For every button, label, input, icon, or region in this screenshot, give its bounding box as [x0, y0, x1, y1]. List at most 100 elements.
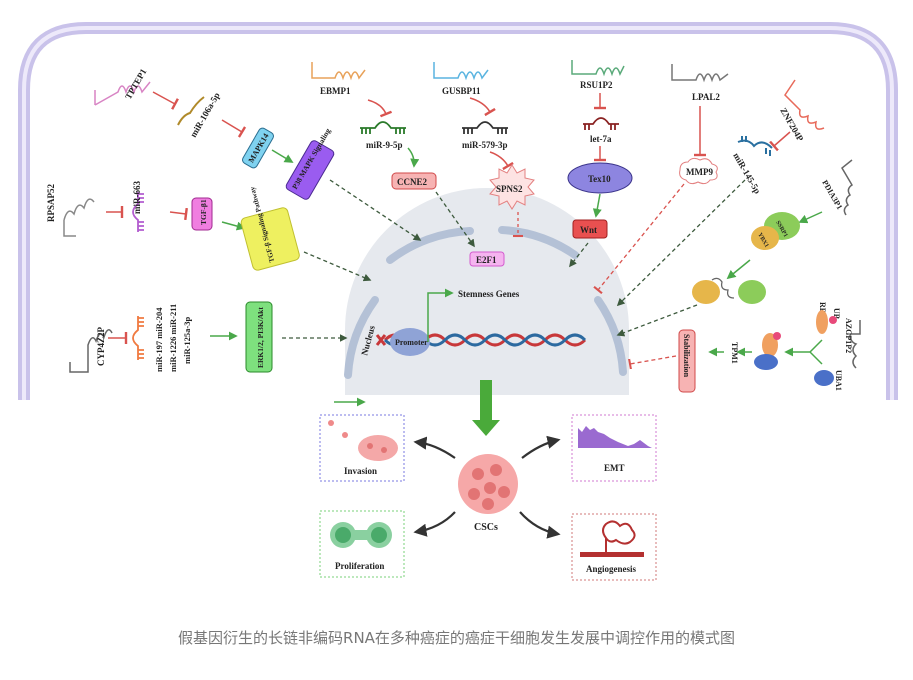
cyp4z2p-label: CYP4Z2P	[96, 327, 106, 366]
activate-arrow	[271, 149, 294, 163]
inhibit-dashed	[593, 183, 685, 295]
pdia3p1-label: PDIA3P1	[820, 179, 844, 212]
mmp9-cloud	[679, 157, 718, 185]
svg-text:ERK1/2, PI3K/Akt: ERK1/2, PI3K/Akt	[256, 307, 265, 368]
stabilization-label: Stabilization	[682, 334, 691, 378]
activate-arrow	[407, 147, 420, 168]
proliferation-label: Proliferation	[335, 561, 384, 571]
nucleus-to-cscs-arrow	[472, 380, 500, 436]
mir-group-line2: miR-1226 miR-211	[168, 304, 178, 372]
rsu1p2-label: RSU1P2	[580, 80, 613, 90]
lncrna-cyp4z2p-shape	[69, 329, 113, 373]
invasion-box	[319, 414, 405, 482]
stabilization-box	[678, 329, 696, 393]
ccne2-label: CCNE2	[397, 177, 428, 187]
mir579-label: miR-579-3p	[462, 140, 508, 150]
lncrna-rpsap52-shape	[63, 198, 95, 237]
mir106a-label: miR-106a-5p	[188, 91, 222, 139]
inhibit-arrow	[469, 97, 496, 117]
tex10-label: Tex10	[588, 174, 611, 184]
inhibit-arrow	[221, 119, 247, 138]
mirna-9-shape	[360, 121, 406, 134]
wnt-box	[572, 219, 608, 239]
mir145-label: miR-145-5p	[731, 151, 762, 195]
stemness-genes-label: Stemness Genes	[458, 289, 520, 299]
uba1-protein	[814, 370, 834, 386]
angiogenesis-label: Angiogenesis	[586, 564, 637, 574]
angiogenesis-illustration	[580, 520, 644, 557]
transcription-arrow	[427, 288, 454, 342]
arrow-to-emt	[521, 435, 561, 459]
complex-ub	[773, 332, 781, 340]
gusbp11-label: GUSBP11	[442, 86, 481, 96]
emt-label: EMT	[604, 463, 625, 473]
lncrna-znf204p-shape	[784, 79, 825, 130]
cscs-cluster	[458, 454, 518, 514]
arrow-to-invasion	[413, 436, 456, 459]
p38-mapk-box: P38 MAPK Signaling	[285, 127, 335, 200]
complex-uba1	[754, 354, 778, 370]
inhibit-arrow	[769, 131, 791, 152]
nuclear-envelope-segment	[386, 227, 474, 264]
dashed-arrow	[303, 251, 372, 282]
proliferation-illustration	[330, 522, 392, 548]
proliferation-box	[319, 510, 405, 578]
e2f1-box	[469, 251, 505, 267]
mirna-145-shape	[737, 136, 773, 156]
activate-arrow	[592, 193, 602, 218]
mir9-label: miR-9-5p	[366, 140, 403, 150]
inhibit-arrow	[489, 151, 514, 171]
inhibit-arrow	[367, 99, 393, 118]
ybx1-protein	[751, 226, 779, 250]
lncrna-gusbp11-shape	[433, 62, 489, 81]
ccne2-box	[391, 172, 437, 190]
erk-pi3k-box: ERK1/2, PI3K/Akt	[245, 301, 273, 373]
nuclear-envelope-segment	[594, 296, 627, 376]
rpsap52-label: RPSAP52	[46, 184, 56, 222]
lncrna-lpal2-shape	[671, 64, 729, 83]
mir663-label: miR-663	[132, 181, 142, 214]
nuclear-envelope-segment	[498, 226, 579, 259]
ub-protein	[829, 316, 837, 324]
let7a-label: let-7a	[590, 134, 612, 144]
tex10-ellipse	[567, 162, 633, 194]
activate-arrow	[726, 259, 751, 280]
inhibit-arrow	[169, 207, 188, 221]
emt-box	[571, 414, 657, 482]
spns2-label: SPNS2	[496, 184, 523, 194]
mirna-579-shape	[462, 121, 508, 134]
wnt-label: Wnt	[580, 225, 597, 235]
azgp1p2-label: AZGP1P2	[844, 318, 853, 353]
mirna-663-shape	[132, 192, 144, 232]
ub-label: UB	[832, 308, 841, 320]
emt-illustration	[578, 426, 652, 448]
promoter-label: Promoter	[395, 338, 428, 347]
lncrna-ebmp1-shape	[311, 62, 366, 81]
spns2-burst	[489, 164, 535, 210]
promoter-shape	[390, 328, 430, 356]
inhibit-dashed	[628, 355, 677, 370]
e2f1-label: E2F1	[476, 255, 497, 265]
tgf-pathway-box: TGF-β Signaling Pathway	[240, 185, 300, 271]
dashed-arrow	[616, 179, 746, 307]
complex-rbm15	[762, 333, 778, 357]
tpm1-label: TPM1	[730, 342, 739, 364]
arrow-to-proliferation	[413, 511, 456, 537]
arrow-to-angiogenesis	[519, 511, 561, 539]
activate-arrow	[798, 211, 823, 224]
lncrna-rsu1p2-shape	[571, 60, 625, 77]
merge-arrow	[800, 339, 823, 365]
nuclear-envelope-segment	[344, 296, 379, 379]
dashed-arrow	[616, 304, 698, 337]
activate-arrow	[221, 221, 246, 231]
svg-text:TGF-β1: TGF-β1	[199, 199, 208, 225]
uba1-label: UBA1	[834, 370, 843, 391]
tgfb1-box: TGF-β1	[191, 197, 213, 231]
inhibit-arrow	[152, 91, 179, 110]
rbm15-protein	[816, 310, 828, 334]
lncrna-tptep1	[94, 81, 151, 106]
angiogenesis-box	[571, 513, 657, 581]
figure-caption: 假基因衍生的长链非编码RNA在多种癌症的癌症干细胞发生发展中调控作用的模式图	[178, 629, 735, 647]
mir-group-line3: miR-125a-3p	[182, 317, 192, 364]
let7a-shape	[583, 117, 619, 130]
